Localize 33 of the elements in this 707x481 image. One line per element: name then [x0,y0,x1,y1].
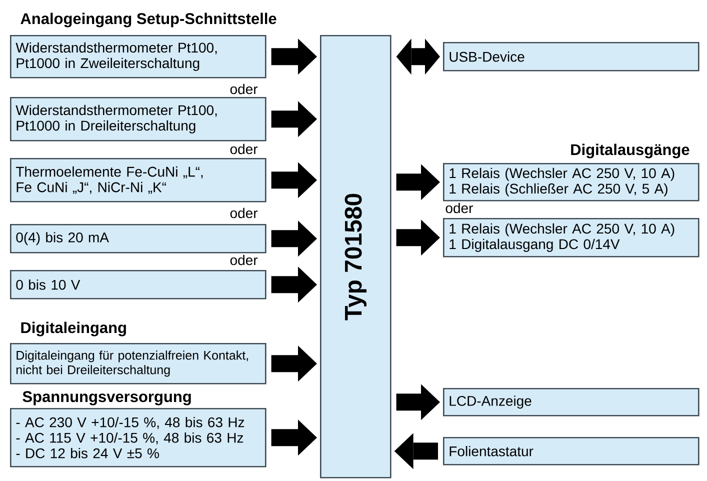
section-heading: Digitaleingang [21,322,126,336]
block-arrow [271,266,317,303]
or-label: oder [446,202,473,214]
central-box: Typ 701580 [320,35,392,478]
section-heading: Analogeingang Setup-Schnittstelle [20,12,276,28]
output-box: Folientastatur [443,436,700,466]
or-label: oder [230,144,258,154]
block-arrow [271,101,317,138]
input-box: Widerstandsthermometer Pt100, Pt1000 in Zweileiterschaltung [10,35,266,78]
block-arrow [396,384,440,420]
block-arrow [271,346,317,382]
input-box: Widerstandsthermometer Pt100, Pt1000 in Dreileiterschaltung [10,97,266,142]
block-arrow [394,433,438,470]
input-box: 0(4) bis 20 mA [10,224,266,254]
block-arrow [396,164,440,200]
block-arrow [271,38,317,75]
output-box: 1 Relais (Wechsler AC 250 V, 10 A) 1 Digitalausgang DC 0/14V [443,218,700,258]
or-label: oder [230,84,258,94]
block-arrow [271,420,317,456]
output-box: 1 Relais (Wechsler AC 250 V, 10 A) 1 Relais (Schließer AC 250 V, 5 A) [443,162,700,202]
block-arrow [396,220,440,256]
input-box: Thermoelemente Fe-CuNi „L“, Fe CuNi „J“, NiCr-Ni „K“ [10,158,266,202]
section-heading: Spannungsversorgung [22,391,191,406]
or-label: oder [230,254,258,266]
input-box: 0 bis 10 V [10,270,266,300]
or-label: oder [230,208,258,218]
output-box: USB-Device [443,42,700,72]
block-arrow [271,162,317,198]
block-arrow [271,220,317,257]
input-box: Digitaleingang für potenzialfreien Kontakt, nicht bei Dreileiterschaltung [10,343,266,384]
input-box: - AC 230 V +10/-15 %, 48 bis 63 Hz - AC 115 V +10/-15 %, 48 bis 63 Hz - DC 12 bis 24 V ±5 % [10,408,266,468]
double-block-arrow [396,38,440,75]
output-box: LCD-Anzeige [443,388,700,416]
